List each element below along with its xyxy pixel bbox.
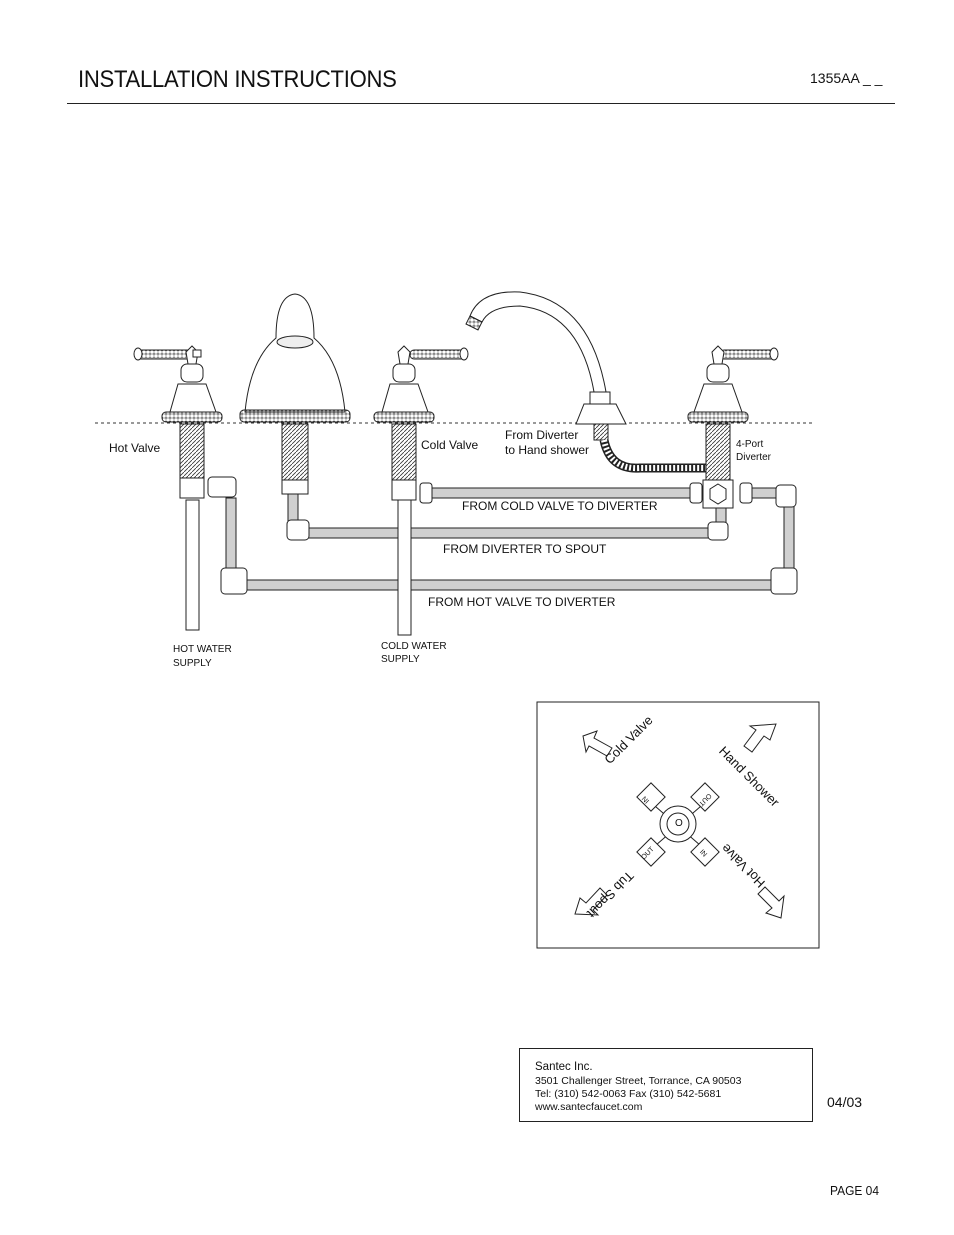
label-diverter-to-spout: FROM DIVERTER TO SPOUT [443, 542, 607, 556]
label-cold-supply-2: SUPPLY [381, 654, 420, 665]
hot-supply-line [185, 499, 200, 631]
label-four-port-1: 4-Port [736, 439, 764, 450]
header-divider [67, 103, 895, 104]
label-hot-supply-2: SUPPLY [173, 658, 212, 669]
spout-assembly [239, 293, 351, 495]
label-cold-supply-1: COLD WATER [381, 641, 447, 652]
pipe-cold-to-diverter [423, 487, 695, 499]
detail-center-label: O [675, 818, 683, 829]
pipe-hot-up [783, 503, 795, 577]
company-address: 3501 Challenger Street, Torrance, CA 905… [535, 1075, 742, 1087]
label-cold-valve: Cold Valve [421, 438, 479, 452]
diverter-detail-box [536, 701, 820, 949]
company-name: Santec Inc. [535, 1061, 593, 1073]
label-from-diverter-2: to Hand shower [505, 443, 590, 457]
arrow-tub-spout-icon [574, 887, 608, 916]
company-web: www.santecfaucet.com [535, 1101, 643, 1113]
model-number: 1355AA _ _ [810, 70, 883, 86]
company-phone: Tel: (310) 542-0063 Fax (310) 542-5681 [535, 1088, 722, 1100]
label-hot-supply-1: HOT WATER [173, 644, 232, 655]
label-hot-to-diverter: FROM HOT VALVE TO DIVERTER [428, 595, 616, 609]
page-title: INSTALLATION INSTRUCTIONS [78, 66, 397, 93]
arrow-hand-shower-icon [743, 723, 777, 753]
label-from-diverter-1: From Diverter [505, 428, 579, 442]
label-four-port-2: Diverter [736, 452, 772, 463]
page-number: PAGE 04 [830, 1183, 879, 1198]
cold-supply-line [397, 499, 412, 636]
hand-shower-assembly [465, 291, 706, 473]
label-cold-to-diverter: FROM COLD VALVE TO DIVERTER [462, 499, 658, 513]
label-hot-valve: Hot Valve [109, 441, 161, 455]
hot-valve-assembly [133, 345, 223, 499]
document-date: 04/03 [827, 1094, 863, 1110]
diverter-detail-diagram [574, 723, 785, 919]
pipe-diverter-to-spout [299, 527, 721, 539]
arrow-hot-valve-icon [757, 886, 785, 919]
arrow-cold-valve-icon [582, 730, 613, 757]
company-info-box: Santec Inc. 3501 Challenger Street, Torr… [519, 1048, 813, 1122]
elbows [207, 476, 798, 595]
diverter-assembly [687, 345, 779, 509]
cold-valve-assembly [373, 345, 469, 501]
pipe-hot-to-diverter [243, 579, 775, 591]
